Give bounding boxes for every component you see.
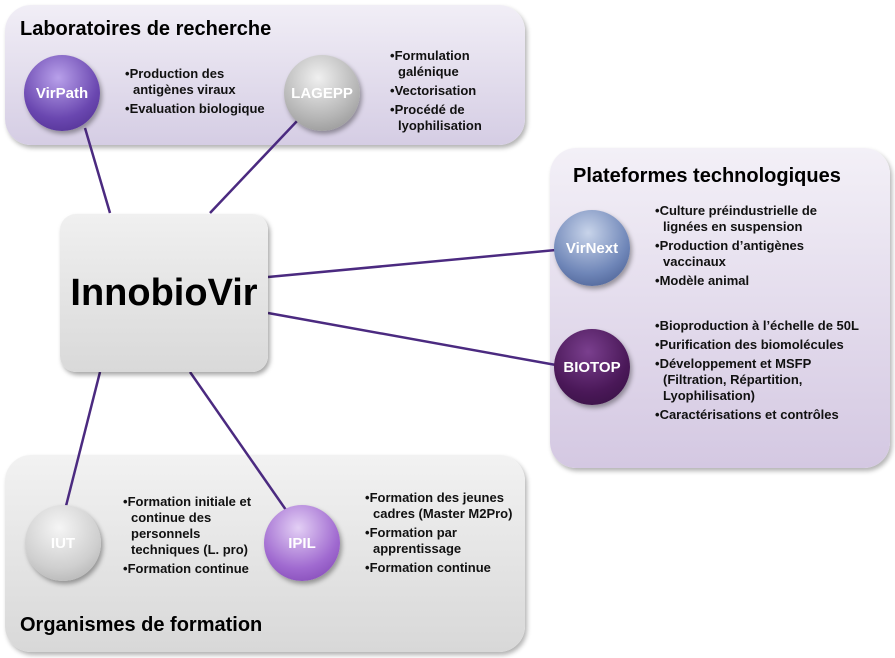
node-label: VirNext: [565, 239, 619, 257]
list-item: Formulation galénique: [390, 48, 515, 80]
virnext-items: Culture préindustrielle de lignées en su…: [655, 203, 855, 292]
list-item: Formation par apprentissage: [365, 525, 515, 557]
node-virnext: VirNext: [554, 210, 630, 286]
list-item: Bioproduction à l’échelle de 50L: [655, 318, 890, 334]
node-virpath: VirPath: [24, 55, 100, 131]
labs-title: Laboratoires de recherche: [20, 18, 272, 40]
center-label: InnobioVir: [70, 271, 258, 314]
list-item: Modèle animal: [655, 273, 855, 289]
list-item: Purification des biomolécules: [655, 337, 890, 353]
node-label: LAGEPP: [291, 84, 353, 102]
virpath-items: Production des antigènes viraux Evaluati…: [125, 66, 285, 120]
lagepp-items: Formulation galénique Vectorisation Proc…: [390, 48, 515, 137]
biotop-items: Bioproduction à l’échelle de 50L Purific…: [655, 318, 890, 426]
list-item: Evaluation biologique: [125, 101, 285, 117]
line-biotop: [267, 311, 557, 367]
list-item: Procédé de lyophilisation: [390, 102, 515, 134]
node-label: IUT: [50, 534, 76, 552]
list-item: Formation continue: [365, 560, 515, 576]
list-item: Développement et MSFP (Filtration, Répar…: [655, 356, 813, 404]
line-lagepp: [209, 119, 299, 214]
training-title: Organismes de formation: [20, 614, 263, 636]
list-item: Formation continue: [123, 561, 263, 577]
platforms-title: Plateformes technologiques: [573, 165, 841, 187]
node-label: IPIL: [288, 534, 316, 552]
node-lagepp: LAGEPP: [284, 55, 360, 131]
node-label: VirPath: [35, 84, 89, 102]
line-virnext: [267, 248, 557, 279]
list-item: Formation initiale et continue des perso…: [123, 494, 263, 558]
node-biotop: BIOTOP: [554, 329, 630, 405]
list-item: Production d’antigènes vaccinaux: [655, 238, 855, 270]
line-ipil: [188, 371, 288, 511]
iut-items: Formation initiale et continue des perso…: [123, 494, 263, 580]
ipil-items: Formation des jeunes cadres (Master M2Pr…: [365, 490, 515, 579]
list-item: Production des antigènes viraux: [125, 66, 285, 98]
list-item: Formation des jeunes cadres (Master M2Pr…: [365, 490, 515, 522]
line-iut: [64, 371, 102, 507]
list-item: Culture préindustrielle de lignées en su…: [655, 203, 855, 235]
list-item: Caractérisations et contrôles: [655, 407, 890, 423]
node-label: BIOTOP: [563, 358, 621, 376]
list-item: Vectorisation: [390, 83, 515, 99]
line-virpath: [83, 127, 112, 214]
node-ipil: IPIL: [264, 505, 340, 581]
node-iut: IUT: [25, 505, 101, 581]
center-node: InnobioVir: [60, 214, 268, 372]
